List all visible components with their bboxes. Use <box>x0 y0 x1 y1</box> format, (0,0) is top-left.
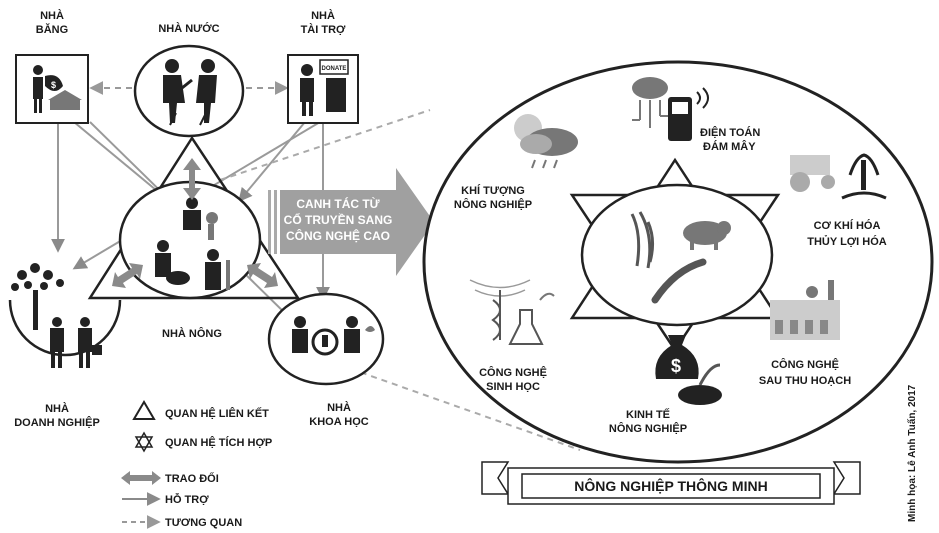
transition-text-1: CANH TÁC TỪ <box>296 196 379 211</box>
exchange-arrow-top <box>183 158 201 200</box>
cloud-label-1: ĐIỆN TOÁN <box>700 126 760 139</box>
tech-mechanization: CƠ KHÍ HÓA THỦY LỢI HÓA <box>790 153 887 248</box>
mechanization-label-1: CƠ KHÍ HÓA <box>814 219 881 232</box>
meteorology-label-2: NÔNG NGHIỆP <box>454 198 532 211</box>
dna-flask-icon <box>469 279 555 345</box>
correlation-lines <box>89 81 581 451</box>
tech-postharvest: CÔNG NGHỆ SAU THU HOẠCH <box>759 280 851 387</box>
triangle-icon <box>132 400 156 420</box>
donate-icon: DONATE <box>300 59 349 116</box>
tech-economics: $ KINH TẾ NÔNG NGHIỆP <box>609 335 722 435</box>
legend-support: HỖ TRỢ <box>122 492 209 506</box>
meeting-people-icon <box>163 59 217 126</box>
credit-text: Minh họa: Lê Anh Tuấn, 2017 <box>906 384 918 522</box>
tech-meteorology: KHÍ TƯỢNG NÔNG NGHIỆP <box>454 114 578 211</box>
scientist-label-2: KHOA HỌC <box>309 416 369 428</box>
biotech-label-1: CÔNG NGHỆ <box>479 366 547 379</box>
tech-cloud: ĐIỆN TOÁN ĐÁM MÂY <box>632 77 760 153</box>
banner: NÔNG NGHIỆP THÔNG MINH <box>481 461 861 505</box>
svg-text:$: $ <box>671 356 681 376</box>
sponsor-node: DONATE NHÀ TÀI TRỢ <box>287 9 359 124</box>
farmer-node: NHÀ NÔNG <box>118 180 262 340</box>
transition-arrow: CANH TÁC TỪ CỔ TRUYỀN SANG CÔNG NGHỆ CAO <box>268 168 434 276</box>
mechanization-label-2: THỦY LỢI HÓA <box>807 235 887 248</box>
legend-link-label: QUAN HỆ LIÊN KẾT <box>165 407 269 420</box>
enterprise-circle <box>8 299 122 357</box>
exchange-arrow-right <box>247 263 278 288</box>
farmer-icon <box>155 197 230 290</box>
donate-sign: DONATE <box>322 66 347 72</box>
state-node: NHÀ NƯỚC <box>133 22 245 138</box>
scientist-node: NHÀ KHOA HỌC <box>267 292 385 428</box>
svg-text:$: $ <box>51 80 56 90</box>
legend-support-label: HỖ TRỢ <box>165 493 209 506</box>
economics-label-1: KINH TẾ <box>626 408 670 421</box>
money-bag-icon: $ <box>655 335 722 405</box>
bank-node: $ NHÀ BĂNG <box>15 9 89 124</box>
bank-label-1: NHÀ <box>40 9 64 22</box>
money-tree-icon <box>11 263 64 330</box>
transition-text-3: CÔNG NGHỆ CAO <box>286 228 390 243</box>
biotech-label-2: SINH HỌC <box>486 381 540 393</box>
farmer-label: NHÀ NÔNG <box>162 327 222 340</box>
legend-integration: QUAN HỆ TÍCH HỢP <box>134 431 272 453</box>
transition-arrow-shape <box>280 168 434 276</box>
legend: QUAN HỆ LIÊN KẾT QUAN HỆ TÍCH HỢP TRAO Đ… <box>121 400 272 529</box>
scientist-label-1: NHÀ <box>327 401 351 414</box>
sponsor-label-1: NHÀ <box>311 9 335 22</box>
weather-icon <box>514 114 578 169</box>
postharvest-label-1: CÔNG NGHỆ <box>771 358 839 371</box>
tech-biotech: CÔNG NGHỆ SINH HỌC <box>469 279 555 393</box>
legend-link: QUAN HỆ LIÊN KẾT <box>132 400 269 420</box>
legend-correlation: TƯƠNG QUAN <box>122 515 242 529</box>
state-circle <box>133 44 245 138</box>
enterprise-node: NHÀ DOANH NGHIỆP <box>8 263 122 429</box>
banner-title: NÔNG NGHIỆP THÔNG MINH <box>574 477 767 494</box>
cloud-phone-icon <box>632 77 709 141</box>
economics-label-2: NÔNG NGHIỆP <box>609 422 687 435</box>
state-label: NHÀ NƯỚC <box>158 22 219 35</box>
double-arrow-icon <box>121 471 161 485</box>
legend-exchange-label: TRAO ĐỔI <box>165 472 219 485</box>
sponsor-label-2: TÀI TRỢ <box>301 23 346 36</box>
integration-star <box>569 157 781 353</box>
postharvest-label-2: SAU THU HOẠCH <box>759 375 851 387</box>
cloud-label-2: ĐÁM MÂY <box>703 140 756 153</box>
handshake-icon <box>50 317 102 368</box>
bank-label-2: BĂNG <box>36 23 68 36</box>
meteorology-label-1: KHÍ TƯỢNG <box>461 184 525 197</box>
factory-line-icon <box>770 280 840 340</box>
transition-text-2: CỔ TRUYỀN SANG <box>284 212 393 227</box>
crops-livestock-icon <box>630 211 731 304</box>
legend-correlation-label: TƯƠNG QUAN <box>165 517 242 529</box>
legend-integration-label: QUAN HỆ TÍCH HỢP <box>165 436 272 449</box>
tractor-irrigation-icon <box>790 153 887 200</box>
legend-exchange: TRAO ĐỔI <box>121 471 219 485</box>
scientist-icon <box>292 316 375 356</box>
enterprise-label-1: NHÀ <box>45 402 69 415</box>
exchange-arrow-left <box>112 263 143 288</box>
bank-icon: $ <box>33 65 82 113</box>
enterprise-label-2: DOANH NGHIỆP <box>14 416 100 429</box>
exchange-arrows <box>112 158 278 288</box>
